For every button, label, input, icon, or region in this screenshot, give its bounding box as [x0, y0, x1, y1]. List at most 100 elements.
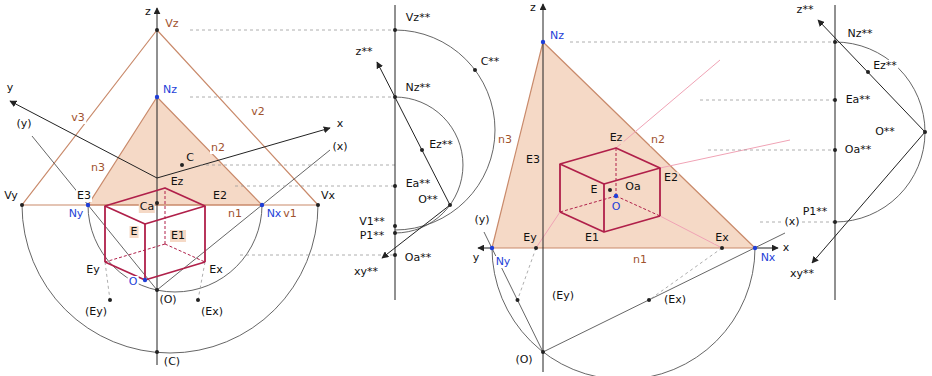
point [833, 148, 837, 152]
leader-line [105, 262, 110, 300]
point-label: (y) [15, 118, 32, 130]
point [155, 28, 159, 32]
point [866, 70, 870, 74]
guide-line [616, 60, 720, 148]
point [833, 98, 837, 102]
point [541, 350, 545, 354]
x-axis [755, 248, 778, 249]
cube-edge [144, 224, 146, 280]
point-label: Oa** [844, 144, 872, 156]
point-label: Ea** [845, 94, 872, 106]
point-label: n2 [650, 134, 666, 146]
point-label: Oa [624, 181, 641, 193]
point-label: E1 [584, 232, 600, 244]
profile-xy-axis [812, 132, 925, 263]
leader-line [240, 255, 395, 256]
point-label: O** [417, 194, 439, 206]
point [143, 278, 147, 282]
point [86, 203, 90, 207]
point-label: z [144, 6, 152, 18]
point-label: Vz** [405, 12, 431, 24]
point-label: O [128, 276, 139, 288]
point [155, 350, 159, 354]
cube-edges [105, 188, 205, 280]
cube-edges [560, 148, 660, 232]
cube-edge [105, 262, 205, 280]
hidden-edge [165, 244, 205, 262]
cube-edge [559, 164, 561, 212]
point [393, 28, 397, 32]
thales-arc [88, 205, 262, 292]
point [516, 298, 520, 302]
hidden-edge [105, 244, 165, 262]
point-label: Ez [609, 132, 624, 144]
point [833, 40, 837, 44]
point [647, 298, 651, 302]
cube-hidden-edges [560, 148, 660, 216]
points [20, 28, 477, 354]
point-label: E [130, 226, 139, 238]
point-label: xy** [353, 266, 379, 278]
hidden-edge [616, 196, 660, 216]
hidden-edge [165, 188, 166, 244]
point-label: C [185, 152, 195, 164]
point-label: Ex [714, 232, 729, 244]
point-label: v3 [70, 112, 86, 124]
leader-line [190, 30, 395, 31]
hidden-edge [616, 148, 617, 196]
point-label: Ez [170, 176, 185, 188]
point-label: v1 [282, 208, 298, 220]
point [393, 253, 397, 257]
point-label: Ca [139, 201, 155, 213]
point-label: Oa** [404, 252, 432, 264]
thales-arc [492, 248, 755, 376]
rotation-arc [835, 42, 925, 222]
cube-face [105, 188, 205, 224]
point-label: Ex [208, 264, 223, 276]
point-label: x [336, 118, 345, 130]
point-label: n2 [210, 142, 226, 154]
point-label: n3 [497, 134, 513, 146]
point [833, 220, 837, 224]
point-label: Vz [164, 18, 179, 30]
point-label: O [611, 201, 622, 213]
point-label: n3 [90, 162, 106, 174]
point-label: n1 [227, 208, 243, 220]
point-label: (C) [163, 356, 181, 368]
point-label: Ez** [872, 60, 898, 72]
right-construction [478, 4, 927, 376]
cube-edge [659, 168, 661, 216]
leader-line [235, 186, 395, 187]
point-label: E [590, 184, 599, 196]
point-label: (y) [473, 214, 490, 226]
point-label: E2 [663, 172, 679, 184]
point [541, 40, 545, 44]
point-label: xy** [789, 268, 815, 280]
trace-triangle-n [492, 42, 755, 248]
thales-arc [22, 205, 318, 353]
guide-line [660, 140, 790, 168]
point-label: z** [355, 46, 374, 58]
point [20, 203, 24, 207]
point-label: (Ex) [200, 306, 224, 318]
trace-triangle-n [88, 97, 262, 205]
point-label: (O) [158, 294, 177, 306]
point-label: Ey [522, 232, 537, 244]
point-label: E1 [170, 230, 186, 242]
point [155, 201, 159, 205]
point-label: Nz** [404, 82, 431, 94]
rotated-y-axis [484, 232, 543, 352]
point-label: y [6, 82, 15, 94]
point [393, 95, 397, 99]
y-axis [10, 101, 157, 178]
point-label: Nx [266, 208, 283, 220]
point-label: y [472, 252, 481, 264]
point-label: v2 [250, 106, 266, 118]
point [393, 231, 397, 235]
leader-line [570, 42, 835, 43]
point [420, 148, 424, 152]
point-label: Vy [3, 190, 19, 202]
point-label: Nz** [846, 28, 873, 40]
